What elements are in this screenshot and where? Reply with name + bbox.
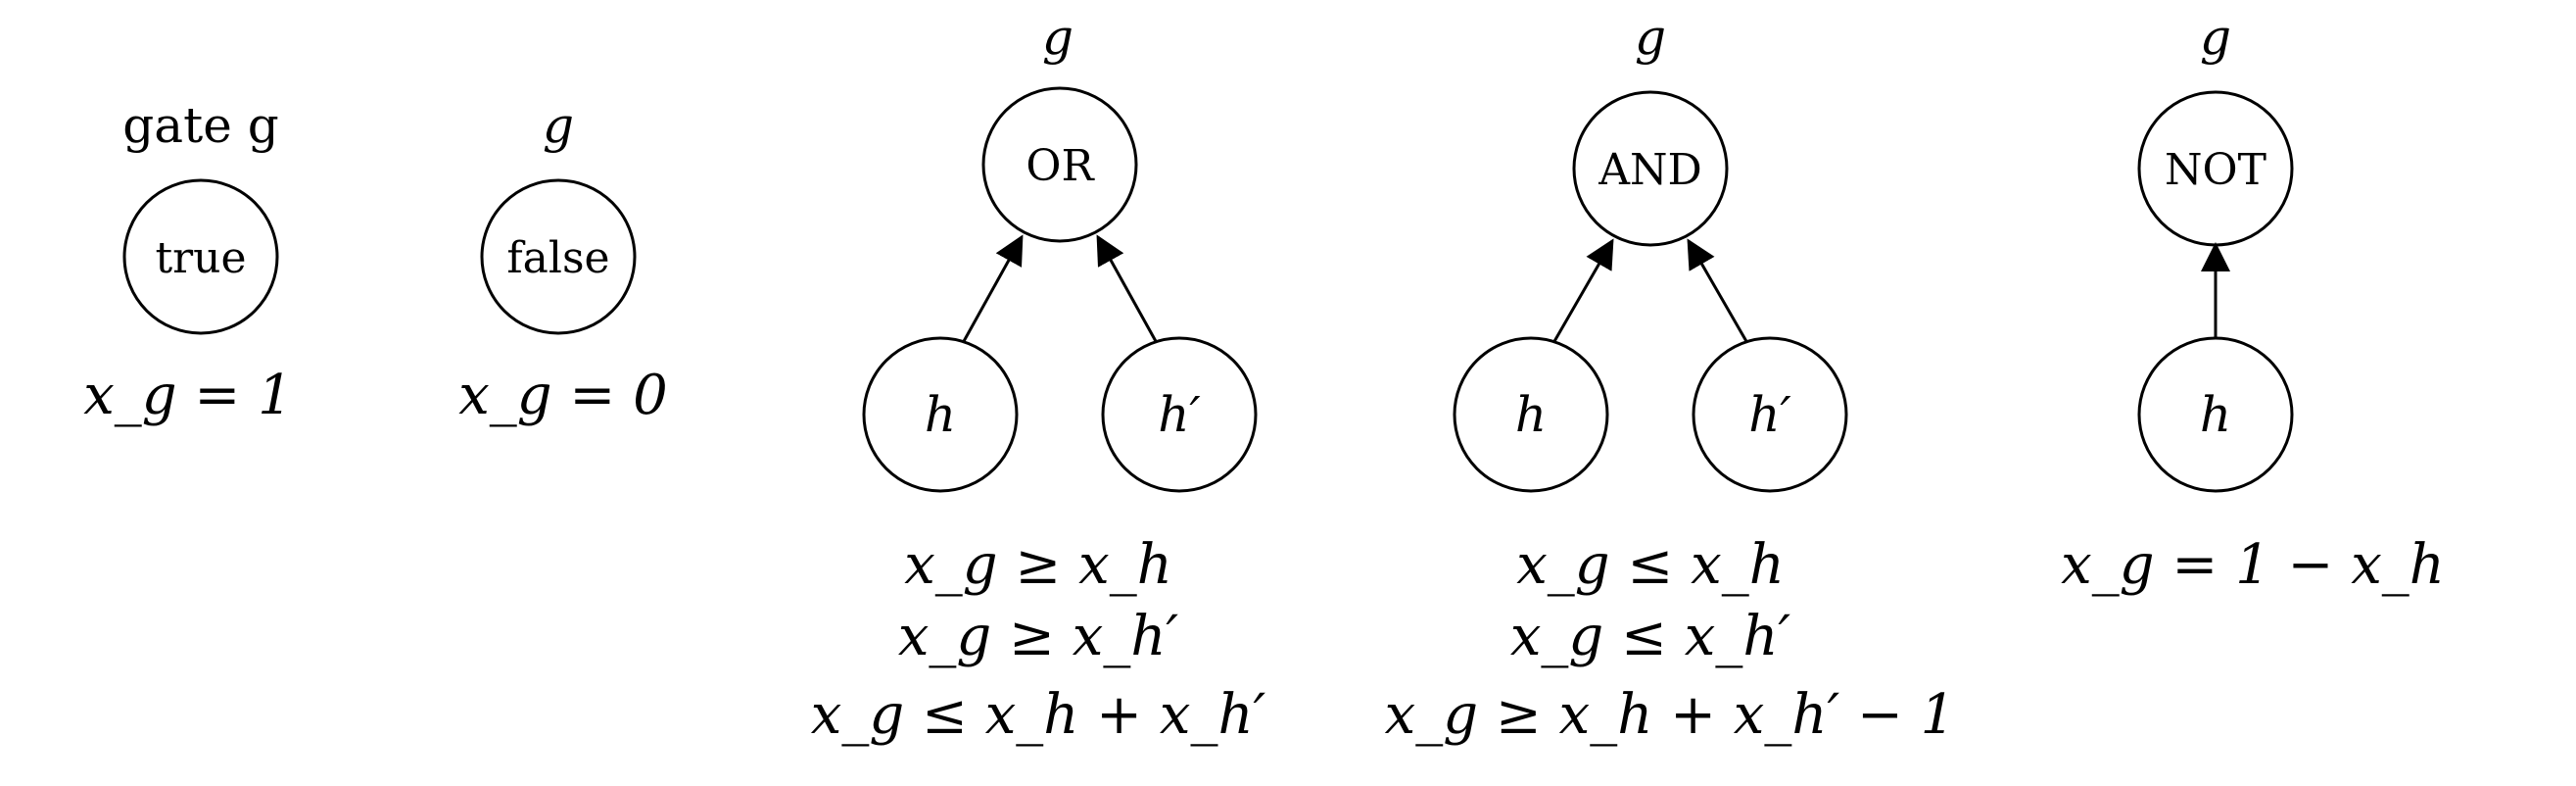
not-gate-group: g NOT h x_g = 1 − x_h: [2061, 9, 2445, 597]
or-gate-child-right: [1101, 336, 1258, 493]
and-gate-equation-3: x_g ≥ x_h + x_h′ − 1: [1385, 683, 1956, 747]
not-gate-child: [2137, 336, 2294, 493]
false-gate-node: [480, 178, 637, 335]
true-gate-node-label: true: [155, 233, 246, 283]
false-gate-group: g false x_g = 0: [458, 97, 668, 427]
and-gate-child-left: [1453, 336, 1609, 493]
true-gate-heading: gate g: [122, 97, 278, 154]
and-gate-left-edge: [1551, 238, 1614, 344]
false-gate-heading: g: [543, 97, 574, 154]
and-gate-right-edge: [1687, 238, 1749, 344]
false-gate-equation: x_g = 0: [458, 364, 668, 427]
or-gate-node: [981, 86, 1138, 243]
not-gate-heading: g: [2200, 9, 2231, 66]
true-gate-equation: x_g = 1: [83, 364, 293, 427]
and-gate-equation-2: x_g ≤ x_h′: [1510, 605, 1791, 668]
and-gate-child-left-label: h: [1515, 386, 1547, 443]
and-gate-child-right: [1692, 336, 1848, 493]
or-gate-child-left: [862, 336, 1019, 493]
and-gate-child-right-label: h′: [1748, 386, 1791, 443]
not-gate-child-label: h: [2200, 386, 2231, 443]
or-gate-left-edge: [961, 234, 1024, 344]
or-gate-group: g OR h h′ x_g ≥ x_h x_g ≥ x_h′ x_g ≤ x_h…: [811, 9, 1266, 747]
or-gate-equation-2: x_g ≥ x_h′: [898, 605, 1179, 668]
true-gate-node: [122, 178, 279, 335]
or-gate-child-right-label: h′: [1158, 386, 1201, 443]
and-gate-group: g AND h h′ x_g ≤ x_h x_g ≤ x_h′ x_g ≥ x_…: [1385, 9, 1956, 747]
and-gate-node-label: AND: [1598, 145, 1702, 195]
or-gate-child-left-label: h: [925, 386, 956, 443]
or-gate-right-edge: [1096, 234, 1159, 344]
false-gate-node-label: false: [506, 233, 609, 283]
true-gate-group: gate g true x_g = 1: [83, 97, 293, 427]
or-gate-equation-3: x_g ≤ x_h + x_h′: [811, 683, 1266, 747]
not-gate-equation: x_g = 1 − x_h: [2061, 533, 2445, 597]
and-gate-heading: g: [1635, 9, 1666, 66]
not-gate-node-label: NOT: [2165, 145, 2266, 195]
or-gate-equation-1: x_g ≥ x_h: [904, 533, 1172, 597]
or-gate-heading: g: [1042, 9, 1073, 66]
and-gate-equation-1: x_g ≤ x_h: [1516, 533, 1785, 597]
or-gate-node-label: OR: [1026, 141, 1095, 191]
and-gate-node: [1572, 90, 1729, 247]
